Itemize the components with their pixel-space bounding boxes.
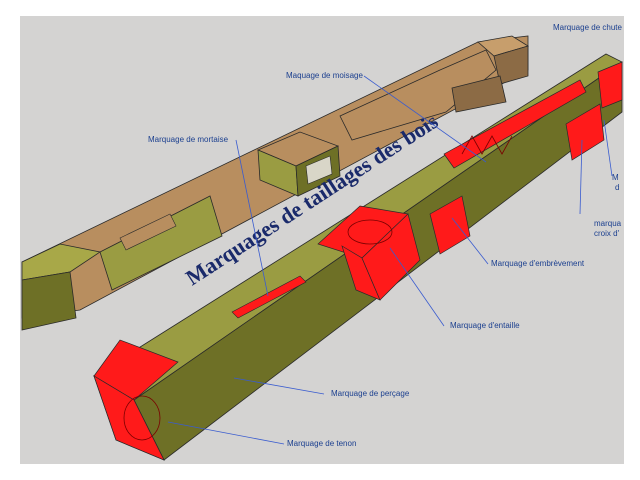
label-tenon: Marquage de tenon (287, 439, 357, 448)
label-right-d: d (615, 183, 620, 192)
red-markings (93, 61, 623, 461)
label-entaille: Marquage d'entaille (450, 321, 520, 330)
back-beam (21, 35, 529, 331)
diagram-canvas: Marquages de taillages des bois Marquage… (20, 16, 624, 464)
label-embrevement: Marquage d'embrèvement (491, 259, 585, 268)
label-moisage: Maquage de moisage (286, 71, 363, 80)
label-croix-line1: marqua (594, 219, 622, 228)
label-percage: Marquage de perçage (331, 389, 410, 398)
label-croix-line2: croix d' (594, 229, 620, 238)
timber-illustration: Marquages de taillages des bois (21, 35, 623, 461)
label-mortaise: Marquage de mortaise (148, 135, 229, 144)
label-right-m: M (612, 173, 619, 182)
leader-lines (167, 75, 613, 445)
label-chute: Marquage de chute (553, 23, 622, 32)
